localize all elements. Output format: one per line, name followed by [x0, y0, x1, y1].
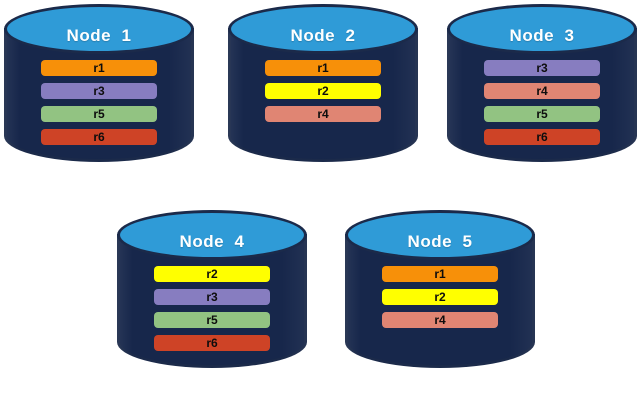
replica-bar-r3[interactable]: r3 — [154, 289, 270, 305]
replica-stack: r1 r3 r5 r6 — [4, 60, 194, 145]
replica-bar-r6[interactable]: r6 — [484, 129, 600, 145]
replica-bar-r6[interactable]: r6 — [154, 335, 270, 351]
node-label: Node 4 — [179, 232, 245, 251]
cylinder-top-ellipse: Node 3 — [447, 4, 637, 54]
database-node-5[interactable]: Node 5 r1 r2 r4 — [345, 210, 535, 392]
replica-bar-r3[interactable]: r3 — [484, 60, 600, 76]
replica-stack: r3 r4 r5 r6 — [447, 60, 637, 145]
database-node-3[interactable]: Node 3 r3 r4 r5 r6 — [447, 4, 637, 186]
replica-bar-r4[interactable]: r4 — [484, 83, 600, 99]
replica-bar-r5[interactable]: r5 — [41, 106, 157, 122]
replica-bar-r1[interactable]: r1 — [41, 60, 157, 76]
replica-bar-r4[interactable]: r4 — [265, 106, 381, 122]
replica-bar-r1[interactable]: r1 — [265, 60, 381, 76]
replica-stack: r2 r3 r5 r6 — [117, 266, 307, 351]
database-node-4[interactable]: Node 4 r2 r3 r5 r6 — [117, 210, 307, 392]
node-label: Node 5 — [407, 232, 473, 251]
database-node-1[interactable]: Node 1 r1 r3 r5 r6 — [4, 4, 194, 186]
replica-bar-r2[interactable]: r2 — [265, 83, 381, 99]
replica-bar-r6[interactable]: r6 — [41, 129, 157, 145]
replica-bar-r2[interactable]: r2 — [382, 289, 498, 305]
cylinder-top-ellipse: Node 2 — [228, 4, 418, 54]
database-node-2[interactable]: Node 2 r1 r2 r4 — [228, 4, 418, 186]
replica-bar-r4[interactable]: r4 — [382, 312, 498, 328]
replica-bar-r5[interactable]: r5 — [484, 106, 600, 122]
cylinder-top-ellipse: Node 1 — [4, 4, 194, 54]
replica-bar-r5[interactable]: r5 — [154, 312, 270, 328]
replica-stack: r1 r2 r4 — [345, 266, 535, 328]
cylinder-top-ellipse: Node 5 — [345, 210, 535, 260]
node-label: Node 1 — [66, 26, 132, 45]
replica-bar-r1[interactable]: r1 — [382, 266, 498, 282]
replica-bar-r2[interactable]: r2 — [154, 266, 270, 282]
cylinder-top-ellipse: Node 4 — [117, 210, 307, 260]
node-label: Node 2 — [290, 26, 356, 45]
replica-stack: r1 r2 r4 — [228, 60, 418, 122]
node-label: Node 3 — [509, 26, 575, 45]
replica-bar-r3[interactable]: r3 — [41, 83, 157, 99]
